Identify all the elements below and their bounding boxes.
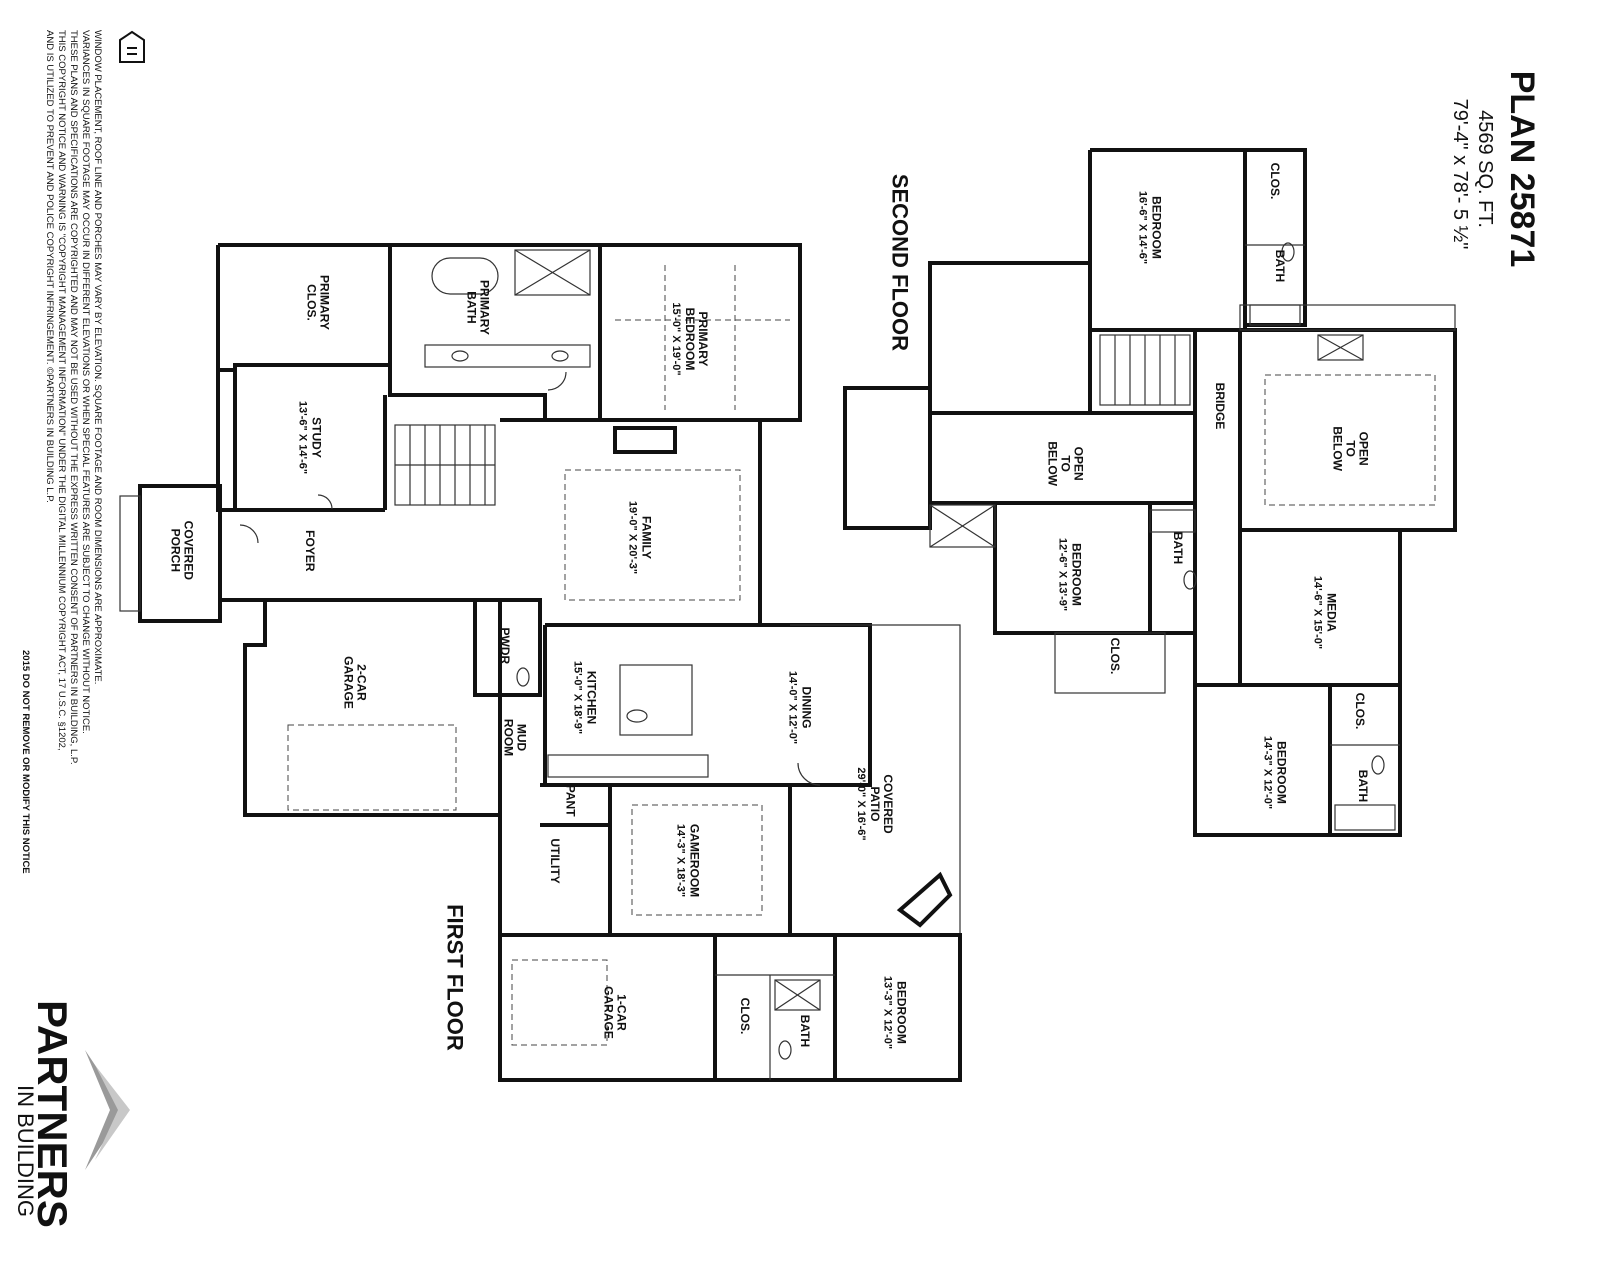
equal-housing-icon bbox=[119, 30, 145, 63]
room-closet-b: CLOS. bbox=[1108, 638, 1122, 675]
room-bedroom-a: BEDROOM16'-6" X 14'-6" bbox=[1137, 191, 1164, 264]
second-floor-fixtures bbox=[1149, 242, 1436, 831]
notice-line-2: VARIANCES IN SQUARE FOOTAGE MAY OCCUR IN… bbox=[80, 30, 91, 734]
notice-line-6: 2015 DO NOT REMOVE OR MODIFY THIS NOTICE bbox=[20, 650, 31, 874]
room-bath-b: BATH bbox=[1171, 532, 1185, 564]
plan-overall-dimensions: 79'-4" x 78'- 5 ½" bbox=[1449, 99, 1471, 250]
door-swing bbox=[239, 524, 259, 544]
room-open-to-below-a: OPENTOBELOW bbox=[1045, 441, 1085, 486]
toilet-icon-5 bbox=[1371, 755, 1385, 775]
room-closet-a: CLOS. bbox=[1268, 163, 1282, 200]
room-primary-bath: PRIMARYBATH bbox=[465, 280, 492, 335]
notice-line-5: AND IS UTILIZED TO PREVENT AND POLICE CO… bbox=[44, 30, 55, 503]
second-floor-room-labels: BEDROOM16'-6" X 14'-6" CLOS. BATH BRIDGE… bbox=[1045, 163, 1370, 809]
logo-name: PARTNERS bbox=[29, 1000, 76, 1228]
room-study: STUDY13'-6" X 14'-6" bbox=[297, 401, 324, 474]
plan-square-footage: 4569 SQ. FT. bbox=[1474, 110, 1496, 228]
plan-title-block: PLAN 25871 4569 SQ. FT. 79'-4" x 78'- 5 … bbox=[1449, 71, 1541, 268]
first-floor-label: FIRST FLOOR bbox=[443, 904, 468, 1051]
room-family: FAMILY19'-0" X 20'-3" bbox=[627, 501, 654, 574]
room-open-to-below-b: OPENTOBELOW bbox=[1330, 426, 1370, 471]
room-covered-porch: COVEREDPORCH bbox=[169, 521, 196, 581]
room-closet: CLOS. bbox=[738, 998, 752, 1035]
second-floor-walls bbox=[843, 148, 1457, 837]
logo-tagline: IN BUILDING bbox=[13, 1085, 38, 1217]
copyright-notice: WINDOW PLACEMENT, ROOF LINE AND PORCHES … bbox=[20, 30, 103, 874]
toilet-icon-4 bbox=[1183, 570, 1197, 590]
first-floor-room-labels: PRIMARYCLOS. PRIMARYBATH PRIMARYBEDROOM1… bbox=[169, 275, 909, 1049]
partners-logo: PARTNERS IN BUILDING bbox=[13, 1000, 130, 1228]
tub-icon bbox=[431, 257, 499, 295]
logo-chevron-icon bbox=[85, 1050, 125, 1170]
stairs-icon-upper bbox=[1099, 334, 1191, 406]
room-closet-c: CLOS. bbox=[1353, 693, 1367, 730]
room-primary-bedroom: PRIMARYBEDROOM15'-0" X 19'-0" bbox=[670, 302, 710, 375]
room-dining: DINING14'-0" X 12'-0" bbox=[787, 671, 814, 744]
room-bedroom-first: BEDROOM13'-3" X 12'-0" bbox=[882, 976, 909, 1049]
room-primary-closet: PRIMARYCLOS. bbox=[305, 275, 332, 330]
first-floor-walls bbox=[119, 243, 962, 1082]
room-foyer: FOYER bbox=[303, 530, 317, 572]
room-bedroom-c: BEDROOM14'-3" X 12'-0" bbox=[1262, 736, 1289, 809]
notice-line-1: WINDOW PLACEMENT, ROOF LINE AND PORCHES … bbox=[92, 30, 103, 684]
room-media: MEDIA14'-6" X 15'-0" bbox=[1312, 576, 1339, 649]
room-utility: UTILITY bbox=[548, 838, 562, 883]
toilet-icon-2 bbox=[516, 667, 530, 687]
room-one-car-garage: 1-CARGARAGE bbox=[602, 986, 629, 1039]
room-bridge: BRIDGE bbox=[1213, 383, 1227, 430]
room-pantry: PANT bbox=[563, 785, 577, 817]
sink-icon bbox=[451, 350, 469, 362]
toilet-icon-3 bbox=[1281, 242, 1295, 262]
notice-line-3: THESE PLANS AND SPECIFICATIONS ARE COPYR… bbox=[68, 30, 79, 765]
notice-line-4: THIS COPYRIGHT NOTICE AND WARNING IS "CO… bbox=[56, 30, 67, 751]
room-kitchen: KITCHEN15'-0" X 18'-9" bbox=[572, 661, 599, 734]
room-bath-a: BATH bbox=[1273, 250, 1287, 282]
room-bedroom-b: BEDROOM12'-6" X 13'-9" bbox=[1057, 538, 1084, 611]
patio-fireplace-icon bbox=[896, 871, 953, 928]
room-covered-patio: COVEREDPATIO29'-0" X 16'-6" bbox=[855, 767, 895, 840]
room-powder: PWDR bbox=[498, 628, 512, 665]
fireplace-icon bbox=[613, 426, 677, 454]
shower-icon bbox=[514, 249, 591, 296]
plan-number: PLAN 25871 bbox=[1503, 71, 1541, 268]
stairs-icon bbox=[394, 424, 496, 506]
kitchen-island bbox=[619, 664, 693, 736]
room-two-car-garage: 2-CARGARAGE bbox=[342, 656, 369, 709]
second-floor-label: SECOND FLOOR bbox=[888, 174, 913, 351]
sink-icon-2 bbox=[551, 350, 569, 362]
room-bath-c: BATH bbox=[1356, 770, 1370, 802]
room-bath: BATH bbox=[798, 1015, 812, 1047]
first-floor-fixtures bbox=[239, 249, 953, 1060]
room-gameroom: GAMEROOM14'-3" X 18'-3" bbox=[675, 824, 702, 897]
toilet-icon bbox=[778, 1040, 792, 1060]
room-mud-room: MUDROOM bbox=[502, 719, 529, 756]
kitchen-sink-icon bbox=[626, 709, 648, 723]
